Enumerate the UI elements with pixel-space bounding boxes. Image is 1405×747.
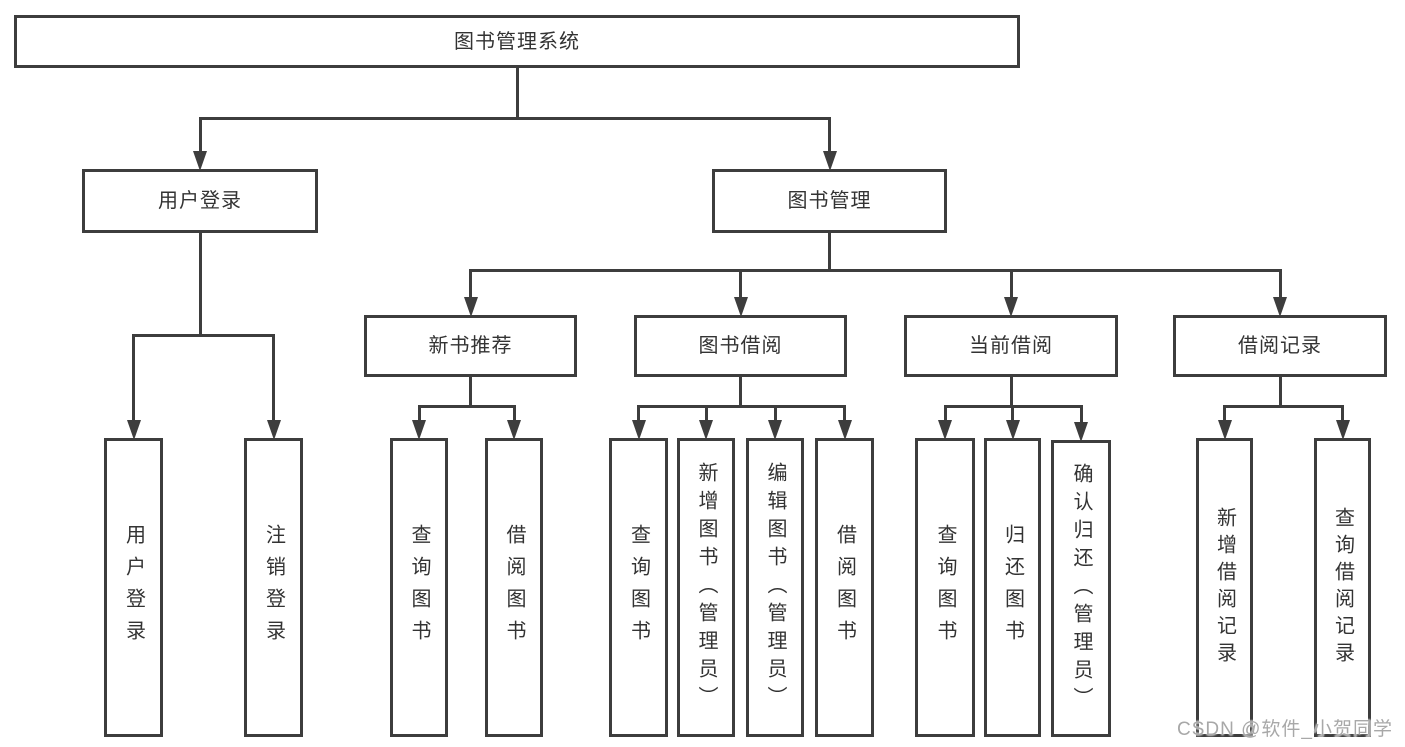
csdn-watermark: CSDN @软件_小贺同学 xyxy=(1177,719,1393,740)
connector-vline xyxy=(417,406,421,422)
connector-vline xyxy=(843,406,846,422)
arrow-down-icon xyxy=(699,420,713,440)
arrow-down-icon xyxy=(126,420,141,440)
node-label: 查询图书 xyxy=(934,523,956,652)
node-label: 借阅图书 xyxy=(833,523,856,652)
node-label: 新书推荐 xyxy=(428,335,513,357)
arrow-down-icon xyxy=(1005,420,1020,440)
arrow-down-icon xyxy=(266,420,281,440)
node-leaf-logout: 注销登录 xyxy=(244,438,303,737)
connector-vline xyxy=(739,377,742,406)
node-label: 图书借阅 xyxy=(698,335,783,357)
connector-vline xyxy=(469,377,472,406)
connector-hline xyxy=(198,116,831,120)
node-user-login: 用户登录 xyxy=(82,169,318,233)
arrow-down-icon xyxy=(412,420,426,440)
arrow-down-icon xyxy=(938,420,952,440)
connector-hline xyxy=(637,404,846,408)
arrow-down-icon xyxy=(1335,420,1350,440)
arrow-down-icon xyxy=(631,420,646,440)
node-cb-confirm-return: 确认归还（管理员） xyxy=(1051,440,1111,737)
node-bb-edit-books: 编辑图书（管理员） xyxy=(746,438,804,737)
node-label: 新增图书（管理员） xyxy=(695,461,717,714)
node-label: 查询借阅记录 xyxy=(1331,506,1354,669)
arrow-down-icon xyxy=(1074,422,1088,442)
node-new-book-rec: 新书推荐 xyxy=(364,315,577,377)
node-label: 借阅图书 xyxy=(503,523,525,652)
arrow-down-icon xyxy=(837,420,852,440)
node-system: 图书管理系统 xyxy=(14,15,1020,68)
arrow-down-icon xyxy=(1217,420,1232,440)
node-label: 用户登录 xyxy=(122,523,145,652)
node-label: 注销登录 xyxy=(262,523,285,652)
node-book-borrow: 图书借阅 xyxy=(634,315,847,377)
node-label: 确认归还（管理员） xyxy=(1070,462,1092,715)
node-label: 新增借阅记录 xyxy=(1213,506,1236,669)
arrow-down-icon xyxy=(193,151,207,171)
connector-vline xyxy=(198,118,202,153)
node-label: 查询图书 xyxy=(627,523,650,652)
connector-vline xyxy=(272,335,275,422)
node-label: 归还图书 xyxy=(1001,523,1024,652)
connector-vline xyxy=(515,68,519,118)
arrow-down-icon xyxy=(822,151,837,171)
node-label: 用户登录 xyxy=(158,190,242,212)
connector-vline xyxy=(469,270,472,299)
arrow-down-icon xyxy=(1004,297,1018,317)
connector-vline xyxy=(1009,270,1013,299)
connector-vline xyxy=(1278,270,1282,299)
node-label: 图书管理系统 xyxy=(454,30,580,53)
node-label: 查询图书 xyxy=(408,523,430,652)
node-book-mgmt: 图书管理 xyxy=(712,169,947,233)
node-current-borrow: 当前借阅 xyxy=(904,315,1118,377)
connector-vline xyxy=(739,270,742,299)
connector-vline xyxy=(132,335,135,422)
node-label: 当前借阅 xyxy=(969,335,1053,357)
node-cb-query-books: 查询图书 xyxy=(915,438,975,737)
node-borrow-records: 借阅记录 xyxy=(1173,315,1387,377)
connector-vline xyxy=(1278,377,1282,406)
connector-hline xyxy=(1223,404,1344,408)
arrow-down-icon xyxy=(733,297,748,317)
node-bb-query-books: 查询图书 xyxy=(609,438,668,737)
node-br-add-record: 新增借阅记录 xyxy=(1196,438,1253,737)
connector-vline xyxy=(198,233,202,335)
connector-vline xyxy=(1223,406,1226,422)
arrow-down-icon xyxy=(507,420,521,440)
node-cb-return-books: 归还图书 xyxy=(984,438,1041,737)
node-leaf-user-login: 用户登录 xyxy=(104,438,163,737)
node-bb-add-books: 新增图书（管理员） xyxy=(677,438,735,737)
node-label: 编辑图书（管理员） xyxy=(764,461,786,714)
connector-vline xyxy=(828,118,831,153)
arrow-down-icon xyxy=(1273,297,1287,317)
node-nbr-borrow-books: 借阅图书 xyxy=(485,438,543,737)
connector-vline xyxy=(1009,377,1013,406)
connector-vline xyxy=(1079,406,1083,424)
node-label: 图书管理 xyxy=(787,190,872,212)
connector-vline xyxy=(512,406,516,422)
connector-hline xyxy=(132,333,275,337)
arrow-down-icon xyxy=(768,420,782,440)
node-bb-borrow-books: 借阅图书 xyxy=(815,438,874,737)
connector-vline xyxy=(828,233,831,270)
connector-vline xyxy=(943,406,947,422)
node-label: 借阅记录 xyxy=(1238,335,1322,357)
connector-vline xyxy=(704,406,708,422)
node-br-query-record: 查询借阅记录 xyxy=(1314,438,1371,737)
connector-vline xyxy=(773,406,777,422)
arrow-down-icon xyxy=(463,297,478,317)
connector-hline xyxy=(417,404,516,408)
connector-vline xyxy=(637,406,640,422)
connector-vline xyxy=(1341,406,1344,422)
node-nbr-query-books: 查询图书 xyxy=(390,438,448,737)
connector-vline xyxy=(1011,406,1014,422)
connector-hline xyxy=(469,268,1282,272)
